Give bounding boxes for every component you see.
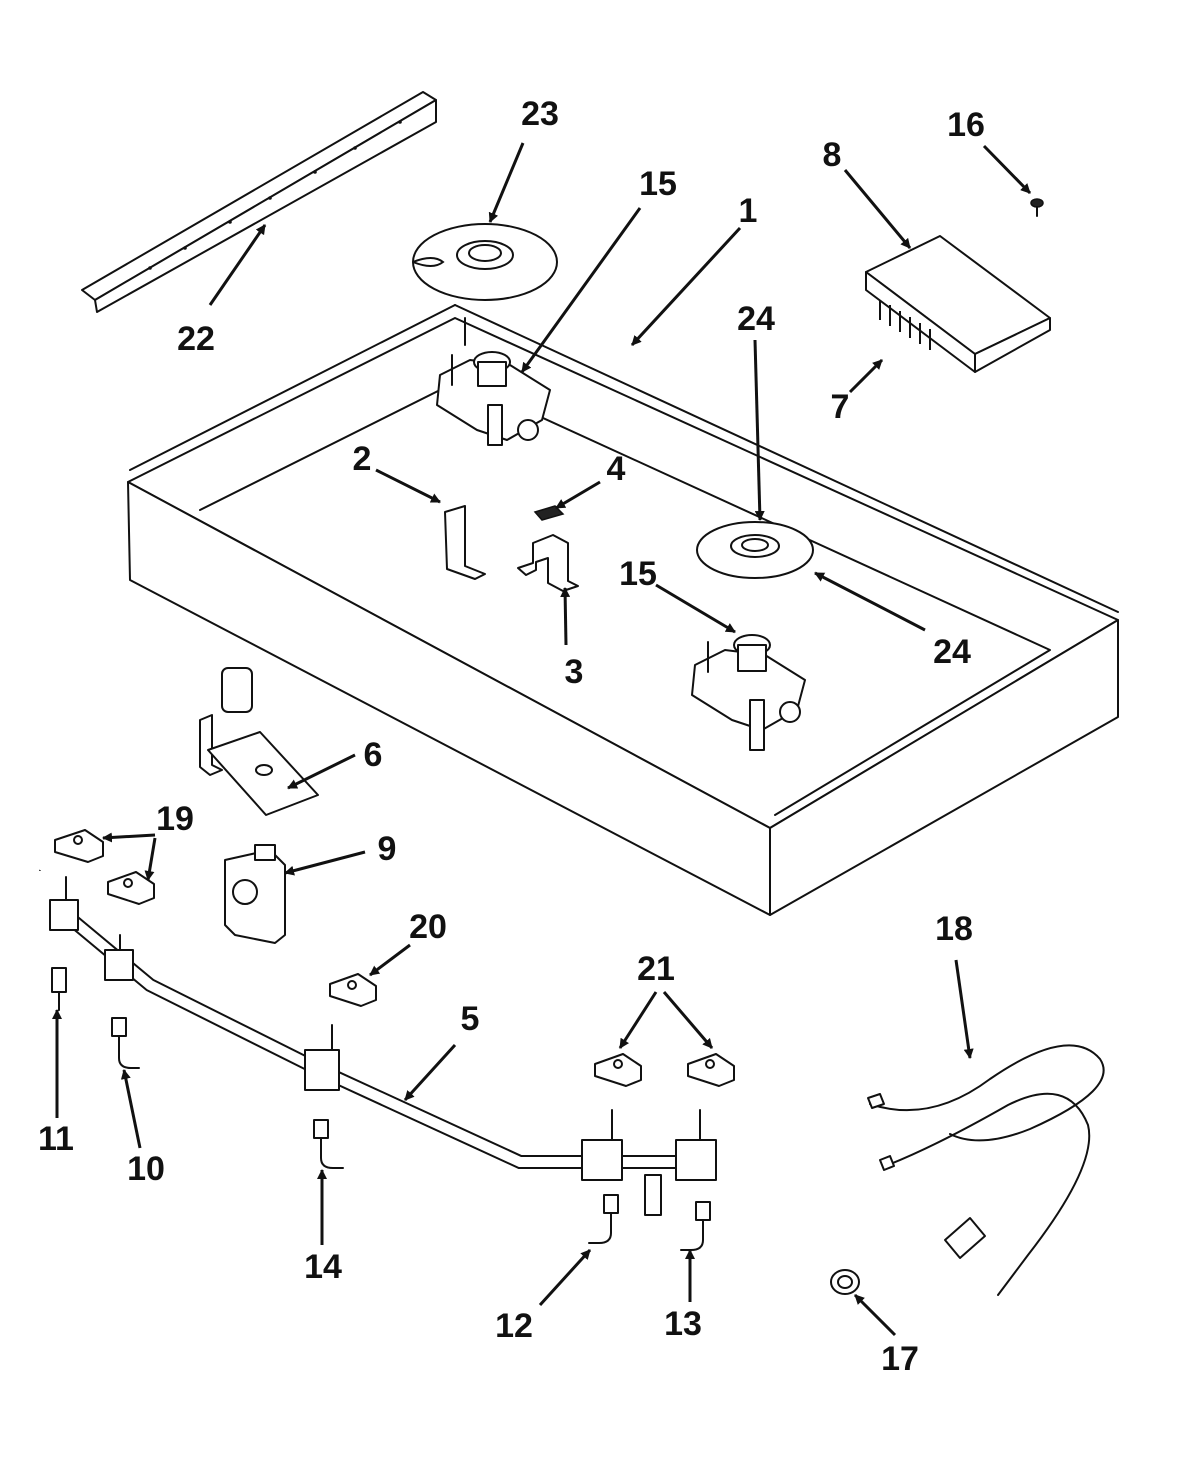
callout-24-front: 24 [933, 633, 971, 671]
orifice-12 [588, 1194, 619, 1244]
valve-20 [329, 973, 377, 1007]
screw-16 [1030, 198, 1044, 217]
callout-19: 19 [156, 800, 194, 838]
bracket-3 [517, 534, 579, 592]
burner-rear [436, 351, 551, 446]
power-cord [867, 1044, 1105, 1296]
valve-21b [687, 1053, 735, 1087]
cooktop-pan [127, 304, 1119, 916]
gasket-6 [207, 731, 319, 816]
callout-21: 21 [637, 950, 675, 988]
callout-7: 7 [831, 388, 850, 426]
grommet-17 [830, 1269, 860, 1295]
pressure-regulator [224, 844, 286, 944]
callout-1: 1 [739, 192, 758, 230]
callout-10: 10 [127, 1150, 165, 1188]
callout-20: 20 [409, 908, 447, 946]
rear-channel-bar [81, 91, 437, 313]
bracket-2 [444, 505, 486, 580]
orifice-11 [51, 967, 67, 1011]
burner-spreader-front [696, 521, 814, 579]
callout-24-rear: 24 [737, 300, 775, 338]
plate-4 [533, 505, 565, 521]
callout-18: 18 [935, 910, 973, 948]
valve-21a [594, 1053, 642, 1087]
callout-16: 16 [947, 106, 985, 144]
manifold-valves [49, 876, 717, 1216]
leader-lines [52, 142, 1032, 1337]
orifice-10 [111, 1017, 140, 1069]
callout-6: 6 [364, 736, 383, 774]
callout-3: 3 [565, 653, 584, 691]
spark-module [865, 235, 1051, 373]
callout-23: 23 [521, 95, 559, 133]
orifice-14 [313, 1119, 344, 1169]
burner-spreader-rear [412, 223, 558, 346]
callout-14: 14 [304, 1248, 342, 1286]
valve-19a [54, 829, 104, 863]
callout-11: 11 [38, 1120, 74, 1158]
callout-15-front: 15 [619, 555, 657, 593]
callout-labels: 23 15 1 8 16 22 24 7 2 4 15 24 3 6 19 9 … [38, 95, 985, 1378]
callout-4: 4 [607, 450, 626, 488]
orifice-13 [680, 1201, 711, 1251]
callout-9: 9 [378, 830, 397, 868]
valve-19b [107, 871, 155, 905]
callout-13: 13 [664, 1305, 702, 1343]
burner-front [691, 634, 806, 751]
callout-2: 2 [353, 440, 372, 478]
callout-5: 5 [461, 1000, 480, 1038]
callout-8: 8 [823, 136, 842, 174]
callout-17: 17 [881, 1340, 919, 1378]
callout-22: 22 [177, 320, 215, 358]
callout-15-rear: 15 [639, 165, 677, 203]
callout-12: 12 [495, 1307, 533, 1345]
